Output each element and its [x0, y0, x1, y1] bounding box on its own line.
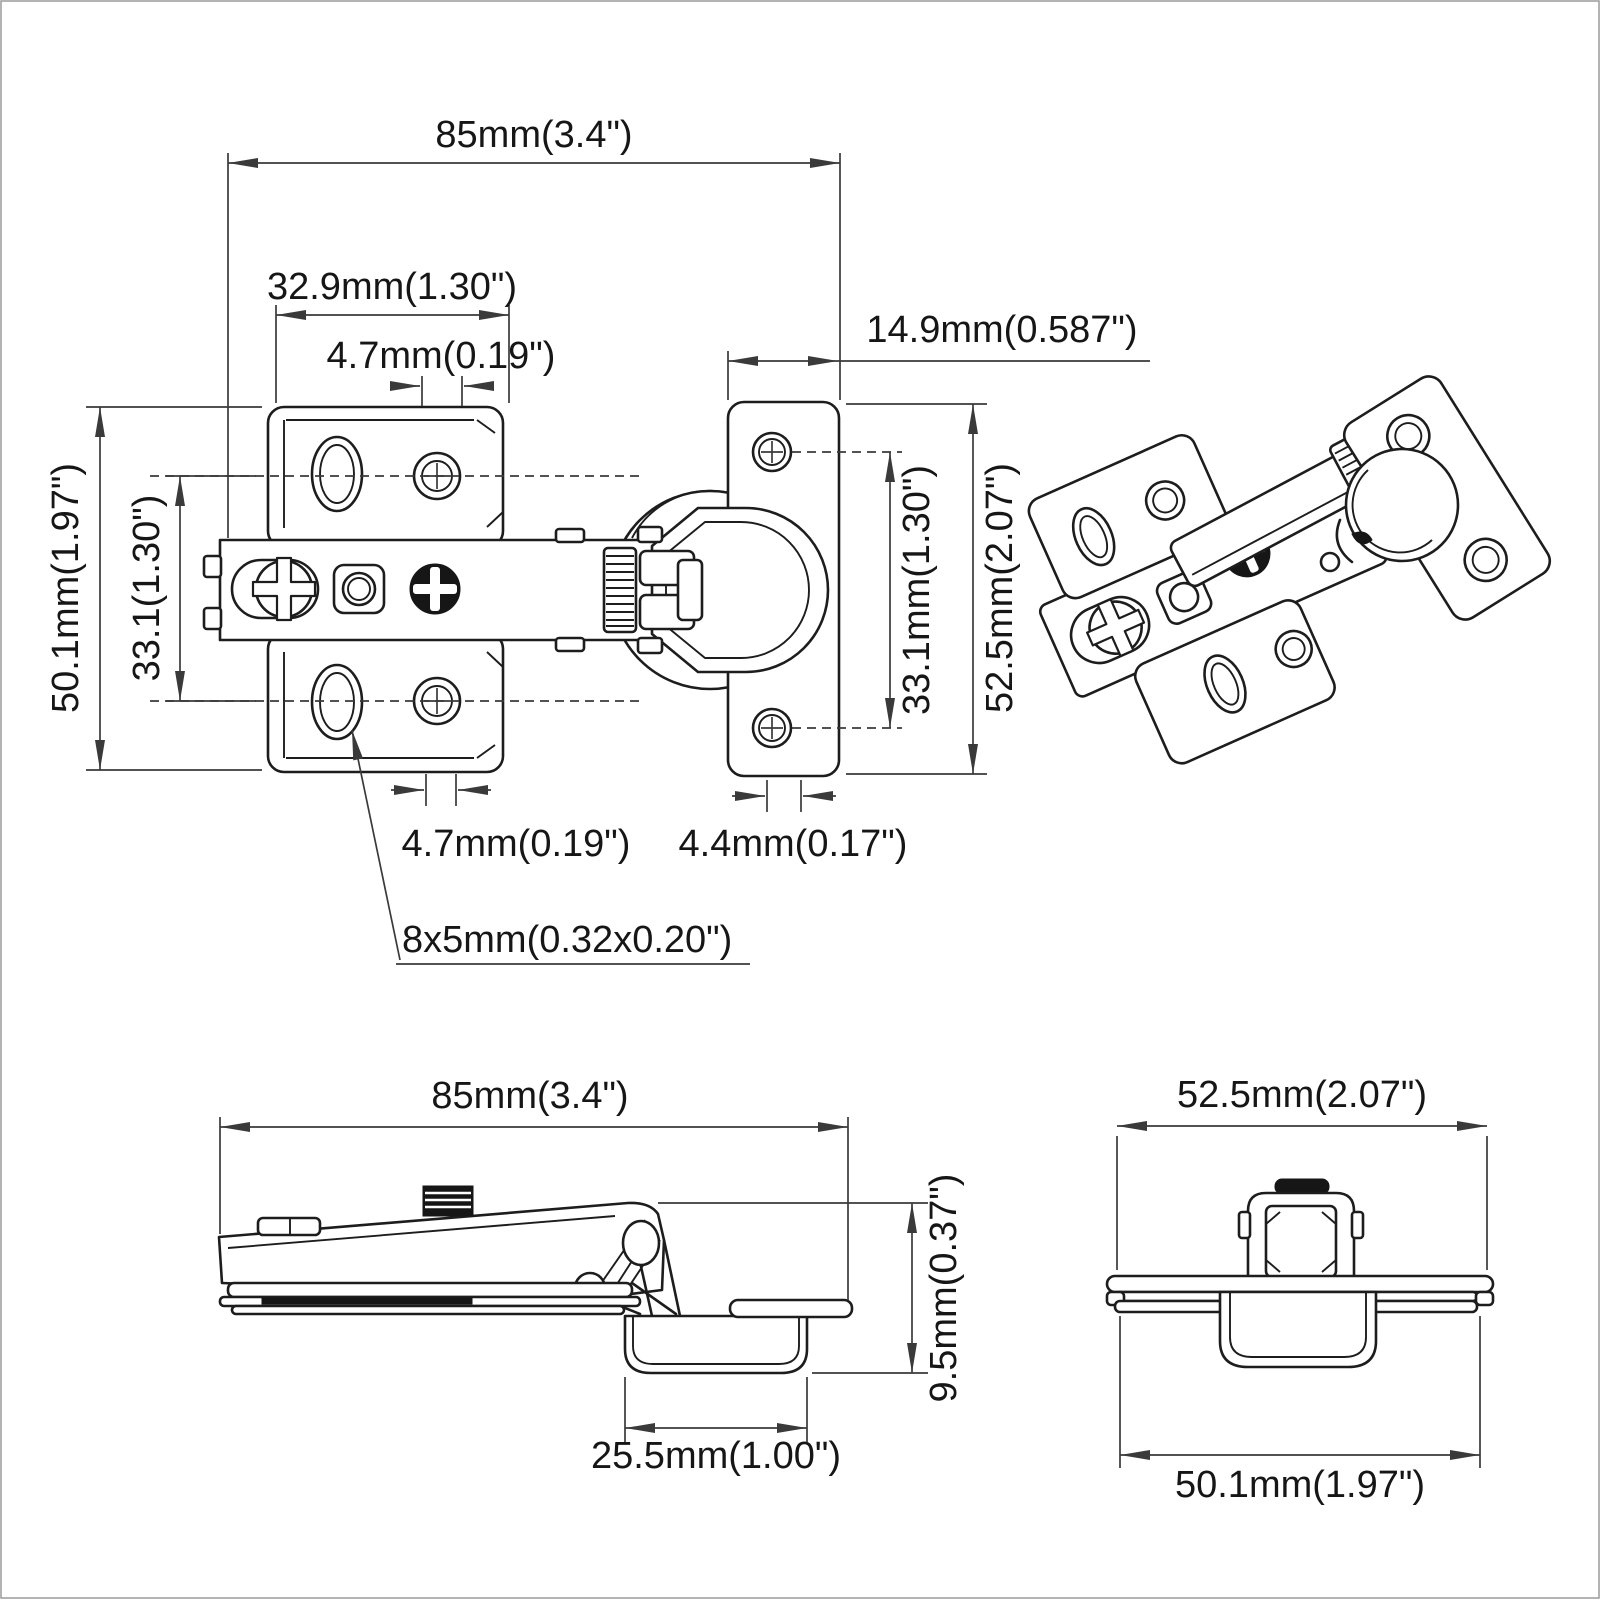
dim-label-front-base-width: 50.1mm(1.97")	[1175, 1464, 1425, 1506]
door-screw-hole-bottom	[751, 707, 793, 749]
dim-label-cup-width: 25.5mm(1.00")	[591, 1435, 841, 1477]
side-view: 85mm(3.4") 9.5mm(0.37") 25.5mm(1.00")	[217, 1075, 965, 1477]
front-dimensions: 52.5mm(2.07") 50.1mm(1.97")	[1116, 1074, 1488, 1506]
plan-view: 85mm(3.4") 32.9mm(1.30") 4.7mm(0.19") 14…	[45, 114, 1150, 965]
persp-ball-joint	[1319, 447, 1460, 573]
dim-label-mount-hole-span: 32.9mm(1.30")	[267, 266, 517, 308]
spring-mechanism	[554, 525, 704, 655]
front-plate	[1105, 1274, 1495, 1314]
dim-label-side-length: 85mm(3.4")	[431, 1075, 628, 1117]
perspective-view	[1027, 375, 1552, 765]
dim-label-door-wing-width: 14.9mm(0.587")	[866, 309, 1137, 351]
front-cup	[1218, 1290, 1378, 1369]
dim-label-bottom-slot-offset: 4.7mm(0.19")	[402, 823, 631, 865]
cup-boss	[650, 506, 830, 674]
side-clip	[256, 1216, 322, 1237]
mounting-screw	[409, 563, 461, 615]
dim-label-base-plate-height: 50.1mm(1.97")	[45, 463, 87, 713]
center-lines	[150, 451, 902, 729]
front-view: 52.5mm(2.07") 50.1mm(1.97")	[1105, 1074, 1495, 1506]
dim-label-door-wing-height: 52.5mm(2.07")	[979, 463, 1021, 713]
oval-slot-top	[310, 435, 364, 513]
side-screw	[422, 1185, 474, 1217]
oval-slot-bottom	[310, 663, 364, 741]
dim-label-door-hole-spacing: 33.1mm(1.30")	[896, 465, 938, 715]
side-dimensions: 85mm(3.4") 9.5mm(0.37") 25.5mm(1.00")	[219, 1075, 965, 1477]
dim-label-side-height: 9.5mm(0.37")	[923, 1174, 965, 1403]
dim-label-base-hole-spacing: 33.1(1.30")	[126, 495, 168, 682]
cam-adjuster-screw	[230, 556, 320, 622]
door-screw-hole-top	[751, 431, 793, 473]
side-cup	[623, 1298, 854, 1375]
dim-label-front-plate-width: 52.5mm(2.07")	[1177, 1074, 1427, 1116]
dim-label-door-slot-offset: 4.4mm(0.17")	[679, 823, 908, 865]
front-boss	[1237, 1178, 1365, 1279]
square-adjust-hole	[332, 563, 386, 615]
plan-dimensions: 85mm(3.4") 32.9mm(1.30") 4.7mm(0.19") 14…	[45, 114, 1150, 965]
side-arm	[217, 1201, 666, 1300]
dim-label-top-slot-offset: 4.7mm(0.19")	[327, 335, 556, 377]
side-baseplate	[218, 1281, 678, 1316]
dim-label-slot-size: 8x5mm(0.32x0.20")	[402, 919, 732, 961]
dim-label-overall-width: 85mm(3.4")	[435, 114, 632, 156]
